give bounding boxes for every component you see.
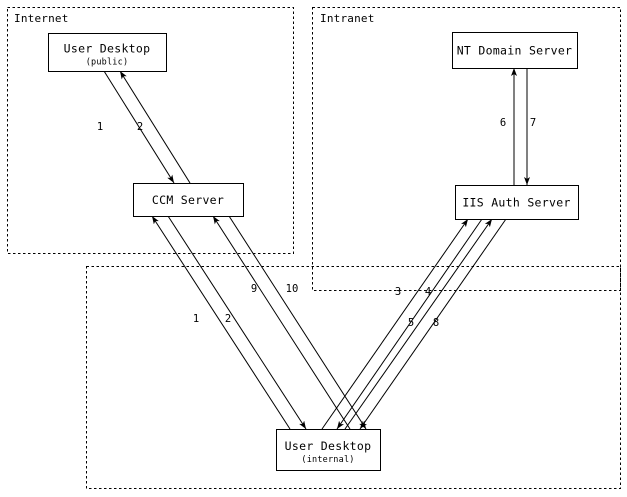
step-label-flow-9: 9 — [251, 283, 257, 295]
step-label-flow-6: 6 — [500, 117, 506, 129]
step-label-flow-8: 8 — [433, 317, 439, 329]
node-box-user-desktop-internal[interactable] — [275, 428, 382, 472]
node-box-iis-auth-server[interactable] — [454, 184, 580, 221]
node-subtitle-user-desktop-public: (public) — [86, 58, 129, 68]
step-label-flow-3: 3 — [395, 286, 401, 298]
zone-label-internet: Internet — [14, 12, 69, 25]
node-box-user-desktop-public[interactable] — [47, 32, 168, 73]
zone-internet: Internet — [7, 7, 294, 254]
node-title-user-desktop-internal: User Desktop — [285, 439, 372, 453]
arrow-flow-1-internal — [151, 215, 291, 430]
node-nt-domain-server[interactable]: NT Domain Server — [451, 31, 579, 70]
arrow-flow-1-public — [103, 70, 175, 184]
node-title-iis-auth-server: IIS Auth Server — [462, 196, 570, 210]
zone-intranet: Intranet — [312, 7, 621, 291]
step-label-flow-4: 4 — [425, 286, 431, 298]
node-title-user-desktop-public: User Desktop — [64, 42, 151, 56]
node-boxes: User Desktop (public) CCM Server NT Domain … — [47, 31, 580, 472]
node-ccm-server[interactable]: CCM Server — [132, 182, 245, 218]
step-label-flow-5: 5 — [408, 317, 414, 329]
step-label-flow-7: 7 — [530, 117, 536, 129]
step-label-flow-10: 10 — [286, 283, 299, 295]
zone-border-internet — [7, 7, 294, 254]
arrow-flow-9 — [212, 215, 351, 430]
step-label-flow-1-public: 1 — [97, 121, 103, 133]
node-subtitle-user-desktop-internal: (internal) — [301, 455, 354, 465]
node-box-nt-domain-server[interactable] — [451, 31, 579, 70]
node-title-ccm-server: CCM Server — [152, 193, 224, 207]
arrow-flow-10 — [228, 215, 367, 430]
zone-label-intranet: Intranet — [320, 12, 375, 25]
node-box-ccm-server[interactable] — [132, 182, 245, 218]
step-label-flow-2-public: 2 — [137, 121, 143, 133]
arrow-flow-4 — [336, 218, 483, 430]
node-user-desktop-public[interactable]: User Desktop (public) — [47, 32, 168, 73]
zone-boundaries: Internet Intranet — [7, 7, 621, 489]
flow-arrows — [103, 68, 530, 430]
step-number-labels: 1 2 1 2 3 4 5 8 6 7 9 10 — [97, 117, 536, 329]
arrow-flow-5 — [344, 218, 493, 430]
arrow-flow-8 — [359, 218, 507, 430]
node-user-desktop-internal[interactable]: User Desktop (internal) — [275, 428, 382, 472]
node-iis-auth-server[interactable]: IIS Auth Server — [454, 184, 580, 221]
node-title-nt-domain-server: NT Domain Server — [457, 44, 573, 58]
zone-internal-lan — [86, 266, 621, 489]
step-label-flow-1-internal: 1 — [193, 313, 199, 325]
step-label-flow-2-internal: 2 — [225, 313, 231, 325]
arrow-flow-2-public — [119, 70, 191, 184]
zone-border-internal-lan — [86, 266, 621, 489]
arrow-flow-2-internal — [167, 215, 307, 430]
arrow-flow-3 — [321, 218, 469, 430]
zone-border-intranet — [312, 7, 621, 291]
